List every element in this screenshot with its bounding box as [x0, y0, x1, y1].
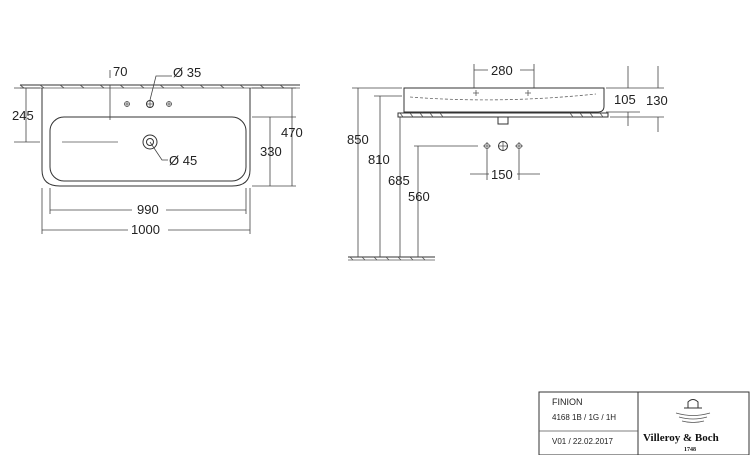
dim-130: 130	[646, 93, 668, 108]
brand-year: 1748	[684, 447, 696, 453]
basin-profile	[403, 87, 605, 113]
side-view: 280 105 130 850 810 685 560	[347, 62, 668, 261]
dim-280: 280	[491, 63, 513, 78]
product-codes: 4168 1B / 1G / 1H	[552, 413, 616, 422]
dim-245: 245	[12, 108, 34, 123]
dim-990: 990	[137, 202, 159, 217]
brand-logo-icon	[675, 399, 711, 423]
top-view: 70 Ø 35 245 470 330 Ø 45 990 1000	[12, 64, 303, 237]
tap-holes	[124, 100, 172, 108]
brand-name: Villeroy & Boch	[643, 432, 719, 444]
version-date: V01 / 22.02.2017	[552, 437, 613, 446]
wall-line	[19, 84, 300, 89]
basin-outline	[41, 88, 251, 187]
dim-dia-35: Ø 35	[173, 65, 201, 80]
dim-685: 685	[388, 173, 410, 188]
floor-line	[348, 256, 435, 261]
rear-tap-holes	[483, 141, 523, 151]
dim-150: 150	[491, 167, 513, 182]
drain	[142, 134, 158, 150]
bowl-outline	[49, 116, 247, 182]
dim-330: 330	[260, 144, 282, 159]
dim-810: 810	[368, 152, 390, 167]
dim-70: 70	[113, 64, 127, 79]
dim-1000: 1000	[131, 222, 160, 237]
product-name: FINION	[552, 397, 583, 407]
dim-850: 850	[347, 132, 369, 147]
dim-470: 470	[281, 125, 303, 140]
dim-560: 560	[408, 189, 430, 204]
countertop	[397, 112, 609, 118]
title-block: FINION 4168 1B / 1G / 1H V01 / 22.02.201…	[538, 391, 750, 455]
dim-105: 105	[614, 92, 636, 107]
dim-dia-45: Ø 45	[169, 153, 197, 168]
